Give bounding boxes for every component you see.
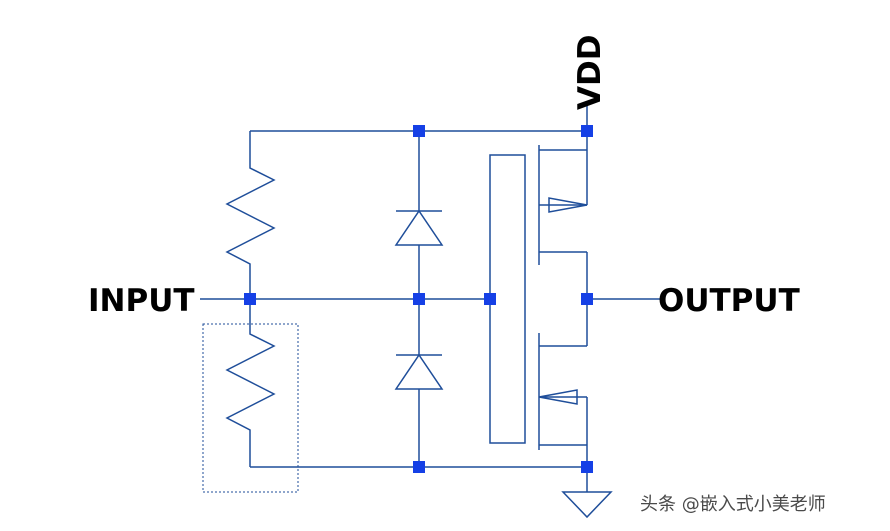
- nmos-transistor: [538, 299, 588, 467]
- junction-node-gate: [484, 293, 496, 305]
- output-label: OUTPUT: [658, 283, 800, 319]
- vdd-label: VDD: [572, 34, 608, 110]
- junction-node-gnd: [581, 461, 593, 473]
- junction-node-input: [244, 293, 256, 305]
- pmos-transistor: [538, 131, 588, 299]
- junction-node-diodes: [413, 293, 425, 305]
- pulldown-resistor: [225, 299, 276, 467]
- upper-diode: [394, 209, 444, 246]
- lower-diode: [394, 353, 444, 390]
- pullup-resistor: [225, 131, 276, 299]
- junction-node-vdd-rail: [413, 125, 425, 137]
- junction-node-vdd: [581, 125, 593, 137]
- watermark-text: 头条 @嵌入式小美老师: [640, 494, 826, 515]
- ground-symbol: [561, 491, 613, 519]
- dashed-highlight-box: [202, 323, 299, 493]
- input-label: INPUT: [88, 283, 195, 319]
- junction-node-output: [581, 293, 593, 305]
- junction-node-gnd-rail: [413, 461, 425, 473]
